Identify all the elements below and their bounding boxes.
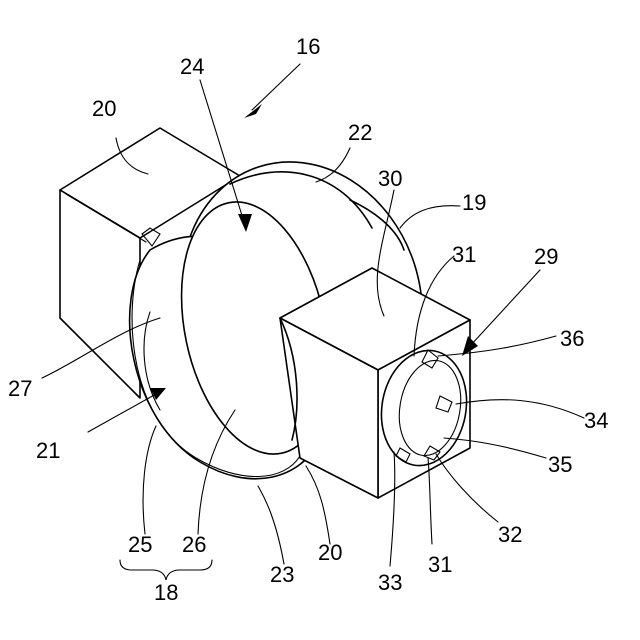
arrow-29-shaft [470, 270, 540, 346]
label-30: 30 [378, 166, 402, 191]
label-22: 22 [348, 120, 372, 145]
arrow-21-shaft [88, 394, 156, 432]
arrow-16-head [244, 104, 262, 118]
label-32: 32 [498, 522, 522, 547]
label-27: 27 [8, 376, 32, 401]
label-23: 23 [270, 562, 294, 587]
label-24: 24 [180, 54, 204, 79]
label-16: 16 [296, 34, 320, 59]
label-36: 36 [560, 326, 584, 351]
label-33: 33 [378, 570, 402, 595]
label-31-top: 31 [452, 242, 476, 267]
leader-34 [456, 400, 584, 418]
leader-32 [436, 454, 498, 522]
leader-19 [400, 206, 460, 228]
label-35: 35 [548, 452, 572, 477]
label-19: 19 [462, 190, 486, 215]
brace-18 [120, 560, 212, 580]
label-31-bottom: 31 [428, 552, 452, 577]
arrow-16-shaft [252, 64, 300, 110]
label-34: 34 [584, 408, 608, 433]
leader-31b [428, 458, 432, 544]
label-21: 21 [36, 438, 60, 463]
label-26: 26 [182, 532, 206, 557]
label-29: 29 [534, 244, 558, 269]
label-18: 18 [154, 580, 178, 605]
label-25: 25 [128, 532, 152, 557]
leader-23 [258, 486, 284, 564]
leader-25 [143, 426, 156, 534]
right-block [280, 268, 475, 498]
label-20-bottom: 20 [318, 540, 342, 565]
leader-20b [306, 466, 330, 544]
label-20-top: 20 [92, 96, 116, 121]
